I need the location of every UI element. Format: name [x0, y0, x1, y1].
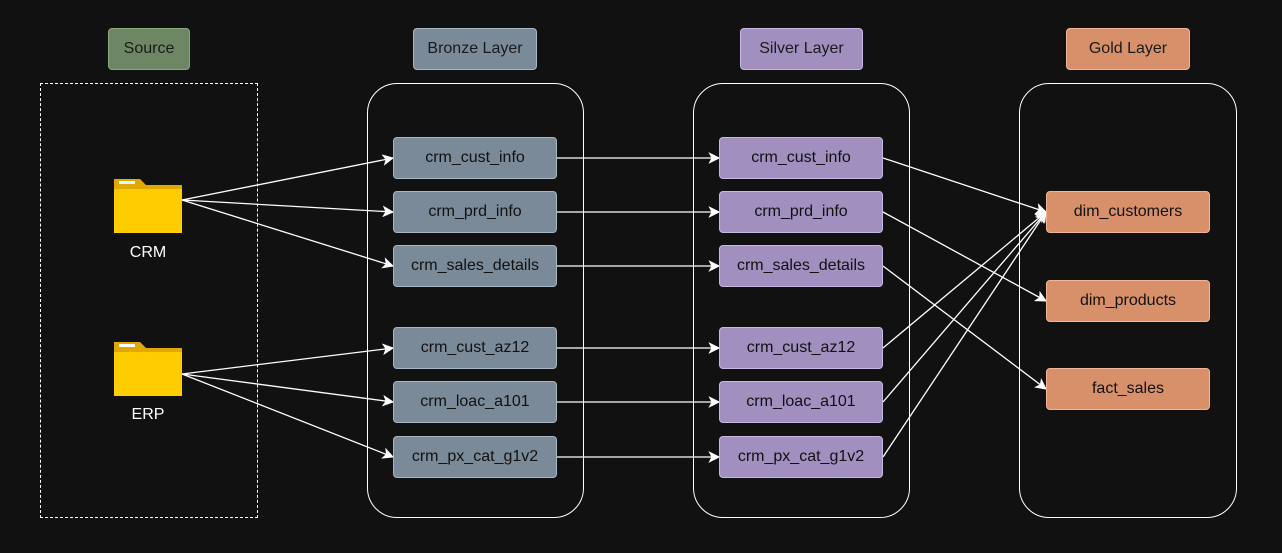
gold-node-fact-sales: fact_sales [1046, 368, 1210, 410]
edge-arrow [882, 211, 1047, 349]
silver-node-crm-loac-a101: crm_loac_a101 [719, 381, 883, 423]
edge-arrow [882, 265, 1047, 390]
gold-node-dim-customers: dim_customers [1046, 191, 1210, 233]
edge-arrow [181, 199, 395, 269]
edge-arrow [181, 373, 395, 459]
silver-layer-header: Silver Layer [740, 28, 863, 70]
silver-node-crm-prd-info: crm_prd_info [719, 191, 883, 233]
source-label-crm: CRM [129, 244, 167, 261]
bronze-layer-container [367, 83, 584, 518]
silver-node-crm-cust-info: crm_cust_info [719, 137, 883, 179]
bronze-layer-header: Bronze Layer [413, 28, 537, 70]
edge-arrow [181, 154, 395, 201]
bronze-node-crm-px-cat-g1v2: crm_px_cat_g1v2 [393, 436, 557, 478]
edge-arrow [882, 211, 1047, 403]
source-group [40, 83, 258, 518]
edge-arrow [882, 211, 1048, 302]
gold-layer-header: Gold Layer [1066, 28, 1190, 70]
bronze-node-crm-prd-info: crm_prd_info [393, 191, 557, 233]
bronze-node-crm-cust-az12: crm_cust_az12 [393, 327, 557, 369]
folder-icon [114, 342, 182, 396]
silver-node-crm-sales-details: crm_sales_details [719, 245, 883, 287]
edge-arrow [882, 157, 1048, 215]
edge-arrow [882, 211, 1047, 458]
folder-icon [114, 179, 182, 233]
silver-layer-container [693, 83, 910, 518]
edge-arrow [181, 373, 395, 407]
edge-arrow [181, 199, 395, 218]
bronze-node-crm-loac-a101: crm_loac_a101 [393, 381, 557, 423]
gold-layer-container [1019, 83, 1237, 518]
silver-node-crm-px-cat-g1v2: crm_px_cat_g1v2 [719, 436, 883, 478]
bronze-node-crm-cust-info: crm_cust_info [393, 137, 557, 179]
bronze-node-crm-sales-details: crm_sales_details [393, 245, 557, 287]
source-header: Source [108, 28, 190, 70]
edge-arrow [181, 343, 395, 375]
silver-node-crm-cust-az12: crm_cust_az12 [719, 327, 883, 369]
gold-node-dim-products: dim_products [1046, 280, 1210, 322]
source-label-erp: ERP [131, 406, 165, 423]
